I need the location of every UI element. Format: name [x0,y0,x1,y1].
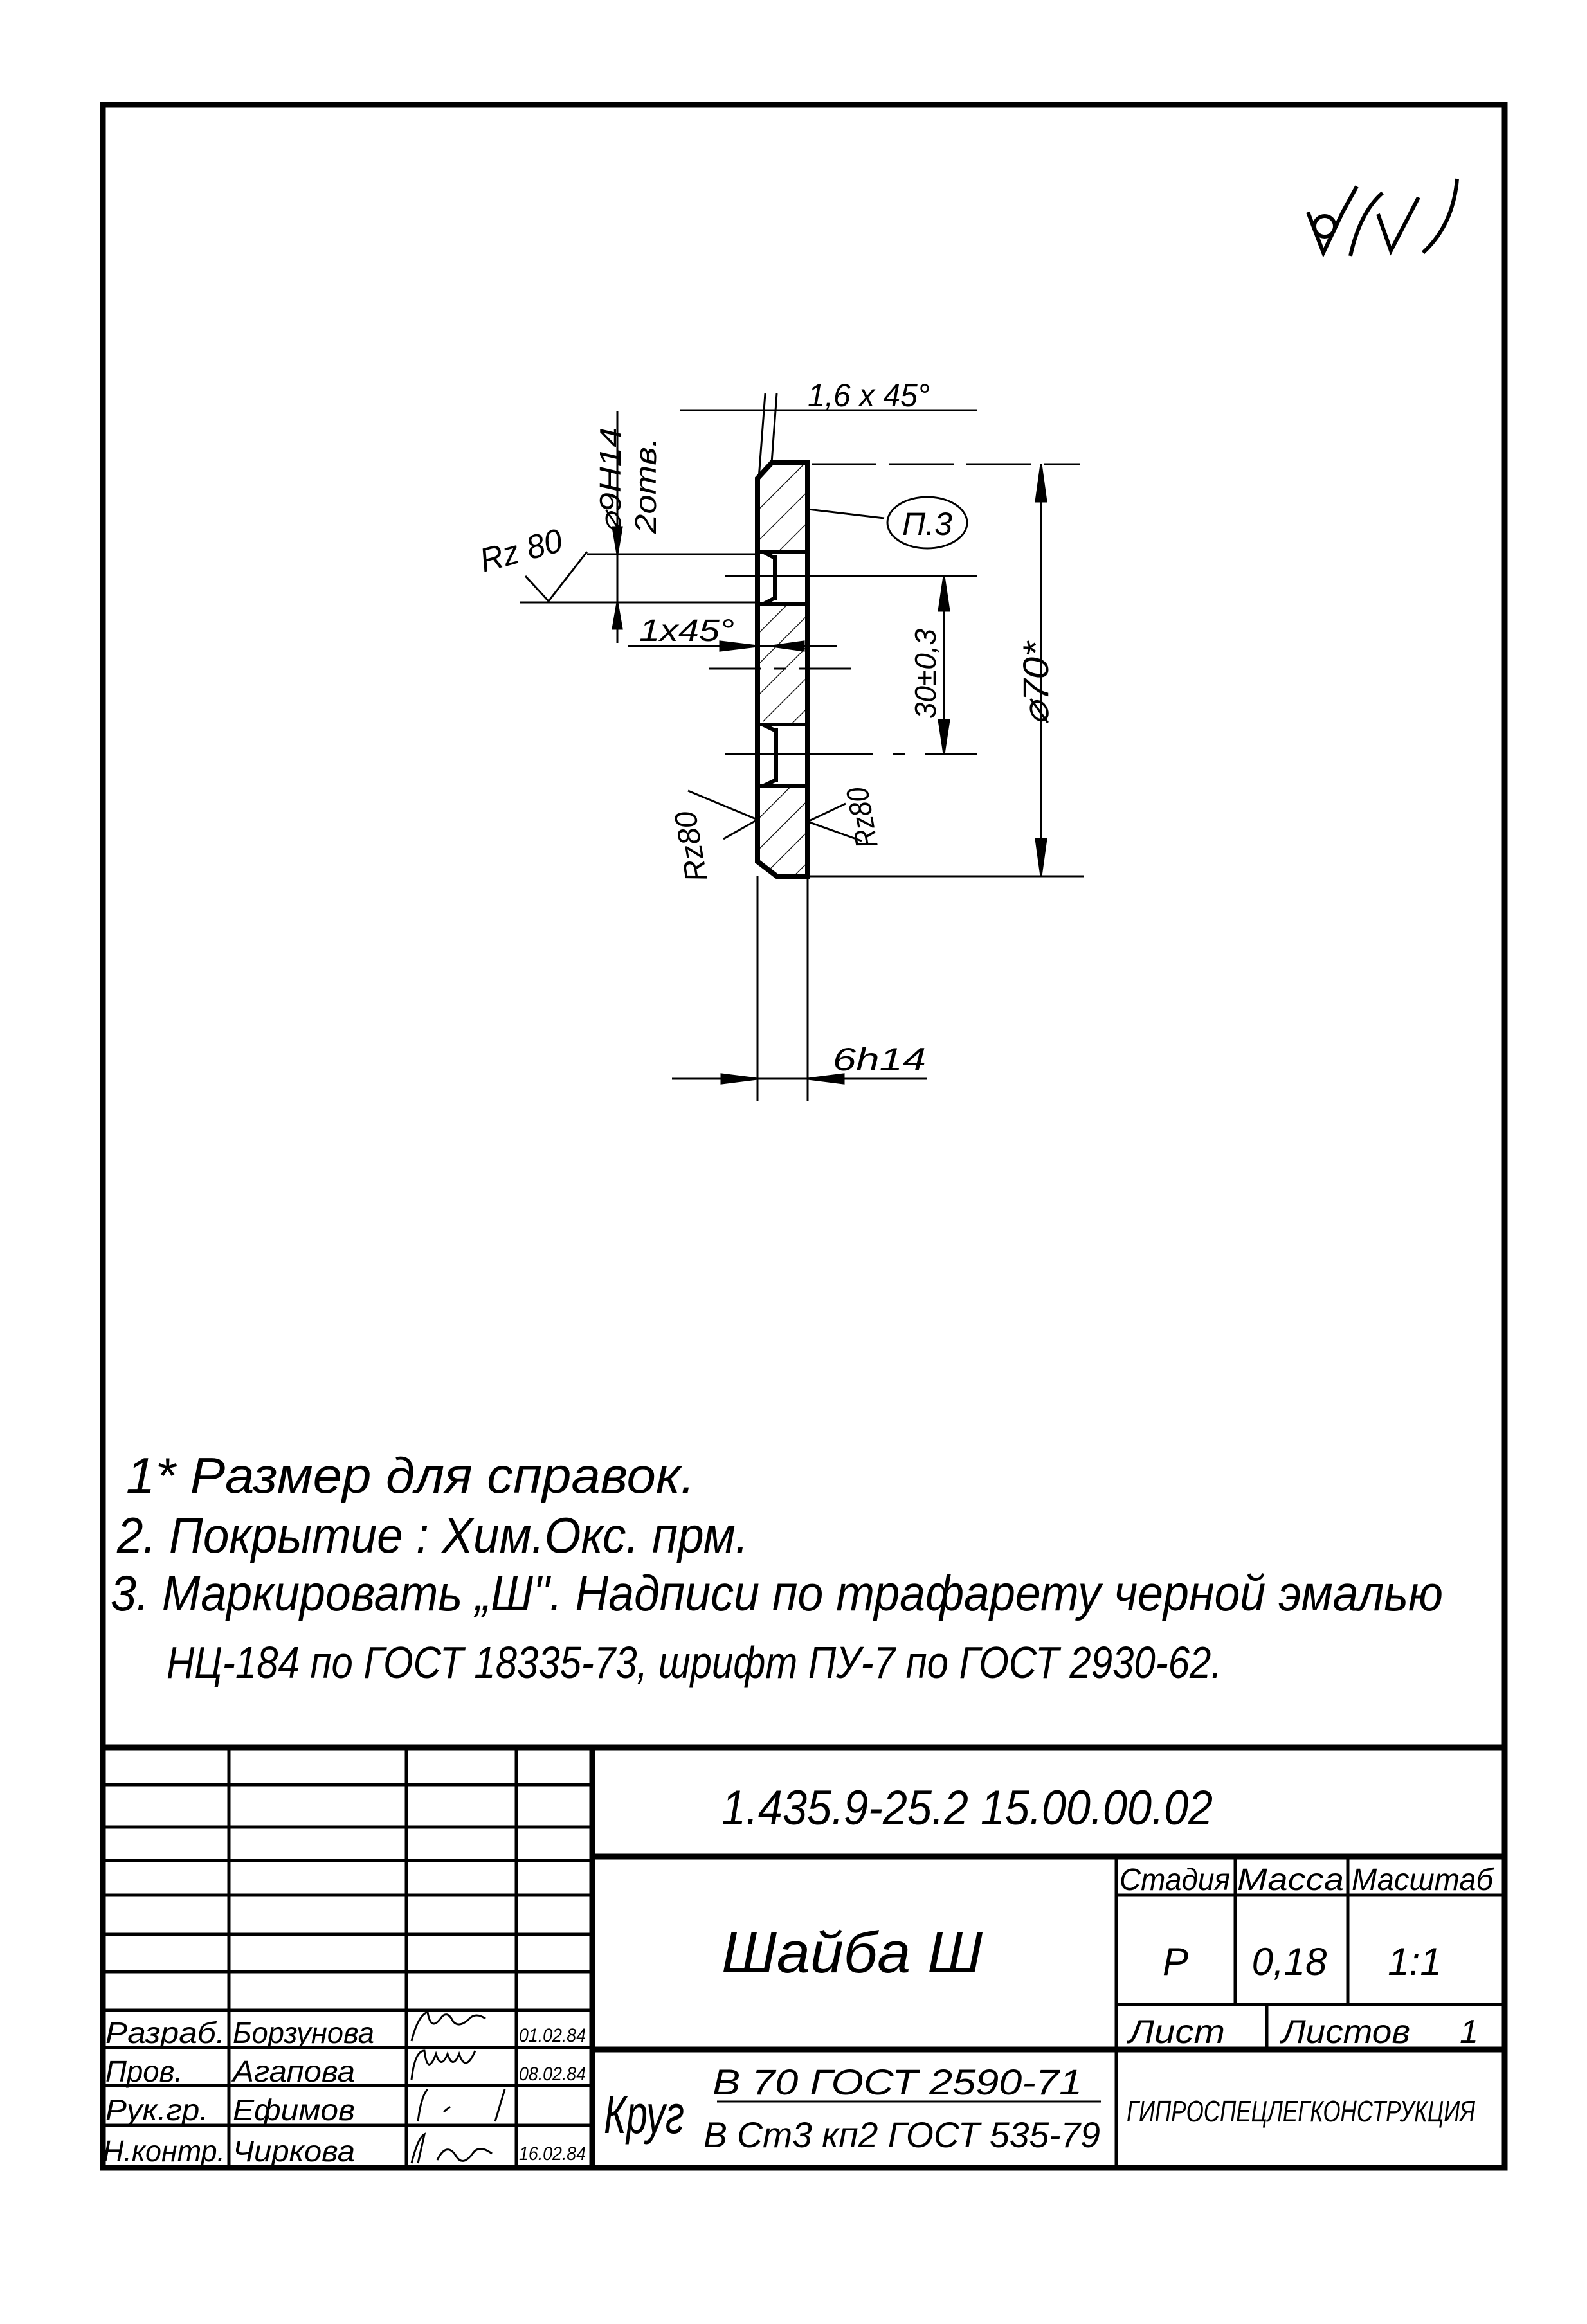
sheet-label: Лист [1127,2013,1225,2051]
sheets-count: 1 [1460,2013,1478,2051]
staff-name: Чиркова [233,2134,355,2168]
thickness-label: 6h14 [833,1041,926,1077]
scale-value: 1:1 [1388,1940,1441,1983]
drawing-designation: 1.435.9-25.2 15.00.00.02 [721,1781,1213,1835]
staff-name: Агапова [231,2055,355,2088]
roughness-left-label: Rz80 [668,808,714,884]
mass-value: 0,18 [1252,1940,1327,1983]
title-block [103,1744,1505,2168]
part-name: Шайба Ш [721,1921,983,1985]
dimension-lines [520,393,1084,1101]
stage-value: Р [1163,1940,1188,1983]
signatures [410,2011,506,2164]
note-3: 3. Маркировать „Ш". Надписи по трафарету… [111,1565,1443,1621]
technical-notes: 1* Размер для справок. 2. Покрытие : Хим… [111,1447,1443,1688]
hole-roughness-label: Rz 80 [476,522,567,580]
mass-header: Масса [1237,1863,1344,1897]
washer-section-view [709,460,977,879]
staff-role: Разраб. [105,2016,225,2049]
note-3-continued: НЦ-184 по ГОСТ 18335-73, шрифт ПУ-7 по Г… [167,1637,1222,1688]
title-block-texts: 1.435.9-25.2 15.00.00.02 Шайба Ш Стадия … [103,1781,1494,2168]
chamfer-hole-label: 1x45° [639,614,734,648]
material-profile: В 70 ГОСТ 2590-71 [712,2062,1082,2102]
hatched-section-bottom [757,786,808,876]
staff-role: Пров. [105,2055,183,2088]
roughness-right-label: Rz80 [840,784,885,851]
staff-name: Ефимов [233,2093,355,2127]
material-prefix: Круг [604,2084,684,2145]
note-1: 1* Размер для справок. [126,1447,695,1504]
staff-name: Борзунова [233,2016,374,2049]
hole-count-label: 2отв. [629,437,662,534]
staff-date: 01.02.84 [519,2025,586,2046]
organization-name: ГИПРОСПЕЦЛЕГКОНСТРУКЦИЯ [1127,2094,1475,2128]
chamfer-top-label: 1,6 x 45° [808,377,930,413]
sheet-frame [100,102,1508,2171]
hole-diameter-label: ⌀9H14 [594,428,627,534]
sheets-label: Листов [1280,2013,1410,2051]
staff-date: 16.02.84 [519,2143,586,2165]
hole-spacing-label: 30±0,3 [909,629,942,719]
note-reference-label: П.3 [902,506,952,542]
hatched-section-middle [757,604,808,725]
staff-role: Н.контр. [103,2134,225,2168]
scale-header: Масштаб [1352,1863,1494,1897]
roughness-not-machined-symbol-icon [1306,178,1459,258]
outer-diameter-label: ⌀70* [1015,640,1056,725]
note-2: 2. Покрытие : Хим.Окс. прм. [116,1507,748,1563]
stage-header: Стадия [1120,1863,1230,1897]
staff-date: 08.02.84 [519,2064,586,2085]
hatched-section-top [757,463,808,552]
staff-role: Рук.гр. [105,2093,208,2127]
material-grade: В Ст3 кп2 ГОСТ 535-79 [703,2114,1100,2155]
